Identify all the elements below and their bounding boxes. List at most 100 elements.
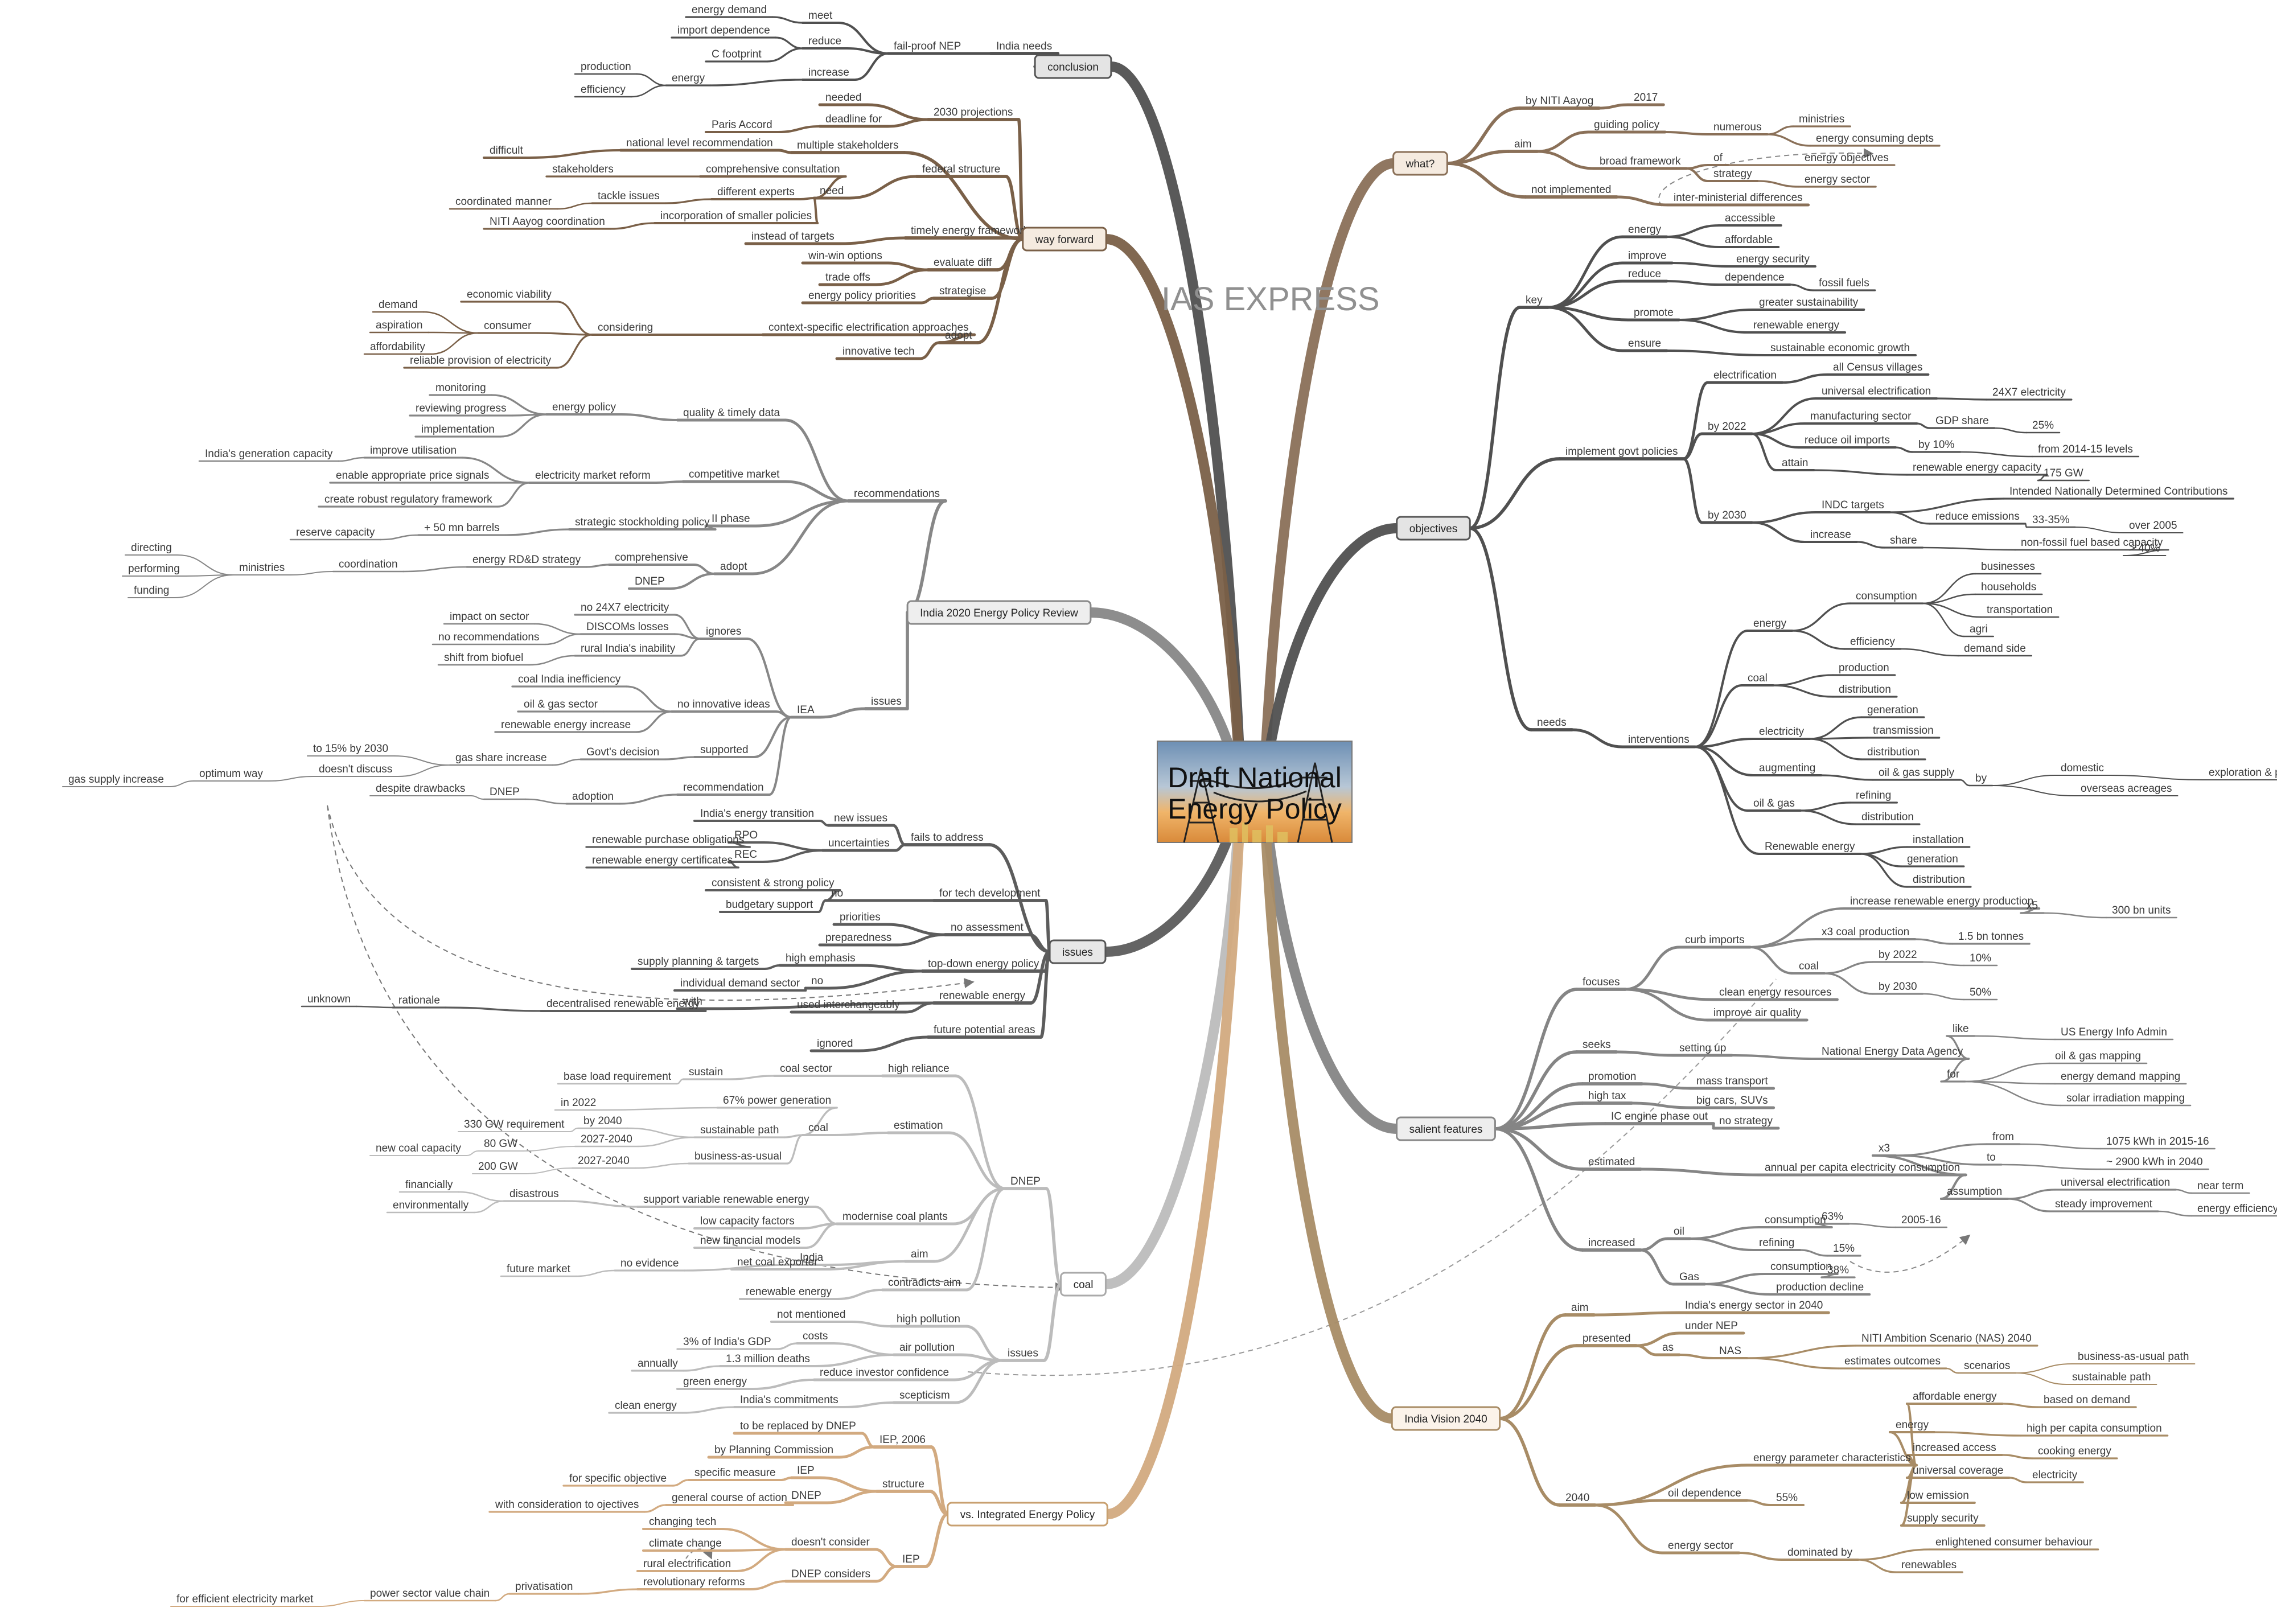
- topic-label[interactable]: new coal capacity: [376, 1142, 461, 1154]
- topic-label[interactable]: used interchangeably: [797, 999, 900, 1011]
- topic-label[interactable]: 25%: [2032, 420, 2054, 431]
- topic-label[interactable]: India's generation capacity: [205, 448, 333, 460]
- topic-label[interactable]: renewable purchase obligations: [592, 834, 744, 846]
- topic-label[interactable]: low emission: [1907, 1490, 1969, 1502]
- topic-label[interactable]: ministries: [239, 562, 285, 574]
- topic-label[interactable]: coal sector: [780, 1063, 833, 1075]
- topic-label[interactable]: air pollution: [899, 1342, 955, 1354]
- topic-label[interactable]: needed: [825, 92, 861, 104]
- topic-label[interactable]: high reliance: [888, 1063, 950, 1075]
- topic-label[interactable]: specific measure: [694, 1467, 776, 1479]
- topic-label[interactable]: quality & timely data: [683, 407, 780, 419]
- topic-label[interactable]: annual per capita electricity consumptio…: [1765, 1162, 1960, 1174]
- topic-label[interactable]: 55%: [1776, 1492, 1798, 1504]
- topic-label[interactable]: no: [831, 887, 843, 899]
- topic-label[interactable]: aim: [1514, 138, 1532, 150]
- topic-label[interactable]: non-fossil fuel based capacity: [2021, 537, 2163, 549]
- topic-label[interactable]: renewables: [1901, 1559, 1957, 1571]
- topic-label[interactable]: curb imports: [1685, 934, 1745, 946]
- topic-label[interactable]: preparedness: [825, 932, 891, 944]
- topic-label[interactable]: key: [1526, 294, 1543, 306]
- topic-label[interactable]: high per capita consumption: [2027, 1422, 2162, 1434]
- topic-label[interactable]: India needs: [996, 40, 1052, 52]
- topic-label[interactable]: coal: [808, 1122, 828, 1134]
- topic-label[interactable]: deadline for: [825, 113, 882, 125]
- main-topic-objectives[interactable]: [1396, 516, 1471, 541]
- topic-label[interactable]: different experts: [717, 186, 795, 198]
- topic-label[interactable]: production decline: [1776, 1281, 1864, 1293]
- topic-label[interactable]: as: [1662, 1342, 1674, 1354]
- topic-label[interactable]: C footprint: [712, 48, 762, 60]
- topic-label[interactable]: interventions: [1628, 734, 1690, 746]
- topic-label[interactable]: businesses: [1981, 561, 2035, 573]
- topic-label[interactable]: transportation: [1987, 604, 2053, 616]
- topic-label[interactable]: with: [683, 996, 702, 1008]
- topic-label[interactable]: estimates outcomes: [1844, 1355, 1941, 1367]
- main-topic-coal[interactable]: [1060, 1272, 1107, 1297]
- topic-label[interactable]: attain: [1782, 457, 1808, 469]
- topic-label[interactable]: create robust regulatory framework: [324, 494, 492, 505]
- topic-label[interactable]: to 15% by 2030: [313, 743, 388, 755]
- topic-label[interactable]: structure: [882, 1478, 924, 1490]
- topic-label[interactable]: by: [1975, 772, 1987, 784]
- main-topic-way_forward[interactable]: [1022, 227, 1107, 252]
- topic-label[interactable]: IEP: [797, 1465, 815, 1477]
- topic-label[interactable]: India's energy transition: [700, 808, 814, 820]
- topic-label[interactable]: base load requirement: [564, 1071, 672, 1083]
- topic-label[interactable]: renewable energy: [939, 990, 1026, 1002]
- topic-label[interactable]: India's energy sector in 2040: [1685, 1300, 1823, 1311]
- topic-label[interactable]: big cars, SUVs: [1696, 1095, 1768, 1107]
- topic-label[interactable]: energy efficiency: [2197, 1203, 2277, 1215]
- topic-label[interactable]: energy consuming depts: [1816, 133, 1934, 145]
- topic-label[interactable]: not mentioned: [777, 1309, 845, 1321]
- topic-label[interactable]: energy objectives: [1805, 152, 1889, 164]
- topic-label[interactable]: uncertainties: [828, 837, 890, 849]
- topic-label[interactable]: consumption: [1856, 590, 1917, 602]
- topic-label[interactable]: from 2014-15 levels: [2038, 443, 2133, 455]
- topic-label[interactable]: x3 coal production: [1822, 926, 1909, 938]
- topic-label[interactable]: energy RD&D strategy: [472, 554, 581, 566]
- topic-label[interactable]: DNEP: [791, 1490, 821, 1502]
- topic-label[interactable]: NITI Ambition Scenario (NAS) 2040: [1861, 1333, 2032, 1345]
- topic-label[interactable]: doesn't consider: [791, 1536, 870, 1548]
- topic-label[interactable]: universal coverage: [1913, 1465, 2003, 1477]
- topic-label[interactable]: inter-ministerial differences: [1674, 192, 1803, 204]
- topic-label[interactable]: no evidence: [620, 1257, 679, 1269]
- topic-label[interactable]: NAS: [1719, 1345, 1741, 1357]
- topic-label[interactable]: INDC targets: [1822, 499, 1884, 511]
- topic-label[interactable]: 24X7 electricity: [1992, 387, 2066, 398]
- topic-label[interactable]: 2005-16: [1901, 1214, 1941, 1226]
- topic-label[interactable]: high tax: [1588, 1090, 1626, 1102]
- topic-label[interactable]: need: [820, 185, 844, 197]
- topic-label[interactable]: efficiency: [1850, 636, 1895, 648]
- topic-label[interactable]: 33-35%: [2032, 514, 2070, 526]
- topic-label[interactable]: increase: [808, 67, 849, 79]
- topic-label[interactable]: from: [1992, 1131, 2014, 1143]
- topic-label[interactable]: universal electrification: [1822, 385, 1931, 397]
- topic-label[interactable]: aim: [911, 1248, 928, 1260]
- topic-label[interactable]: accessible: [1725, 212, 1775, 224]
- topic-label[interactable]: reduce emissions: [1935, 511, 2020, 523]
- topic-label[interactable]: exploration & production: [2209, 767, 2277, 779]
- topic-label[interactable]: meet: [808, 10, 833, 22]
- topic-label[interactable]: Renewable energy: [1765, 841, 1855, 853]
- topic-label[interactable]: affordable energy: [1913, 1391, 1997, 1403]
- topic-label[interactable]: distribution: [1913, 874, 1965, 886]
- topic-label[interactable]: reduce: [808, 35, 841, 47]
- topic-label[interactable]: fossil fuels: [1819, 277, 1869, 289]
- topic-label[interactable]: 2040: [1565, 1492, 1589, 1504]
- topic-label[interactable]: dominated by: [1787, 1547, 1853, 1559]
- topic-label[interactable]: setting up: [1679, 1042, 1726, 1054]
- topic-label[interactable]: gas supply increase: [68, 774, 164, 786]
- main-topic-review[interactable]: [906, 600, 1092, 625]
- topic-label[interactable]: estimation: [894, 1120, 943, 1132]
- topic-label[interactable]: energy: [1753, 618, 1787, 630]
- topic-label[interactable]: seeks: [1583, 1039, 1611, 1051]
- topic-label[interactable]: no 24X7 electricity: [581, 602, 669, 614]
- topic-label[interactable]: improve: [1628, 250, 1667, 262]
- topic-label[interactable]: IEP: [902, 1553, 920, 1565]
- topic-label[interactable]: near term: [2197, 1180, 2243, 1192]
- topic-label[interactable]: incorporation of smaller policies: [660, 210, 812, 222]
- topic-label[interactable]: estimated: [1588, 1156, 1635, 1168]
- topic-label[interactable]: + 50 mn barrels: [424, 522, 500, 534]
